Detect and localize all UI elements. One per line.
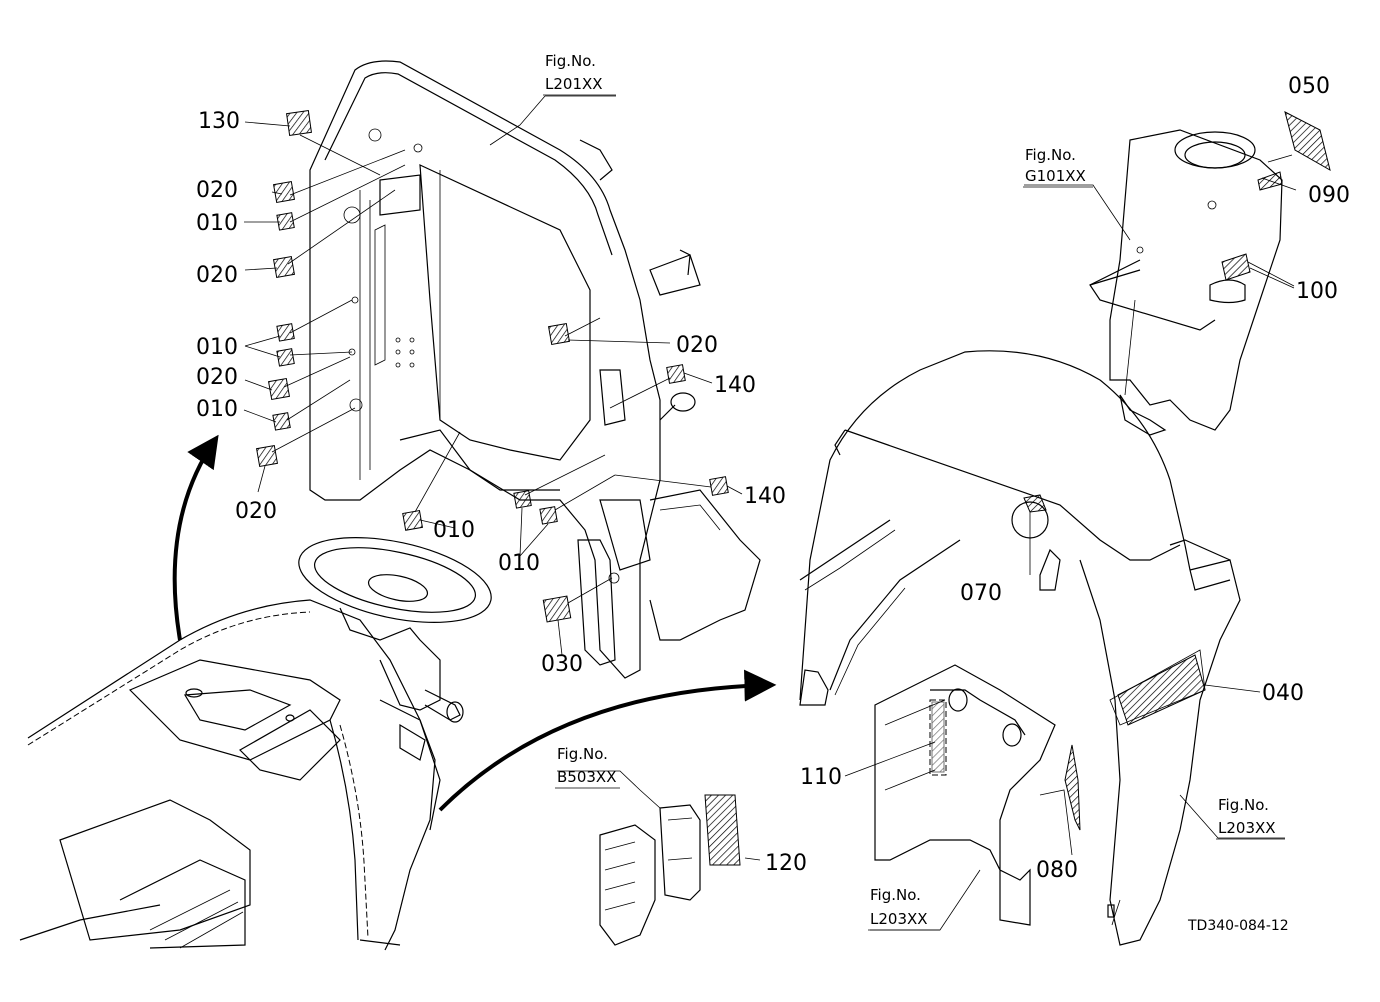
callouts: 130 020 010 020 010 020 010 020 010 020 … bbox=[196, 74, 1350, 883]
decal-020-d bbox=[255, 444, 279, 468]
callout-100: 100 bbox=[1296, 279, 1338, 304]
callout-020: 020 bbox=[676, 333, 718, 358]
decal-140-a bbox=[666, 364, 686, 384]
callout-010: 010 bbox=[196, 211, 238, 236]
fig-ref-number: L203XX bbox=[870, 910, 928, 928]
callout-020: 020 bbox=[196, 365, 238, 390]
arrow-up-to-dash bbox=[172, 434, 219, 641]
fig-ref-number: L203XX bbox=[1218, 819, 1276, 837]
decal-070 bbox=[1023, 494, 1047, 513]
decal-050 bbox=[1284, 111, 1331, 172]
leader-lines-right bbox=[744, 154, 1297, 931]
fig-ref-label: Fig.No. bbox=[1218, 796, 1269, 814]
fig-ref-number: B503XX bbox=[557, 768, 616, 786]
callout-120: 120 bbox=[765, 851, 807, 876]
fig-ref-number: L201XX bbox=[545, 75, 603, 93]
decal-010-f bbox=[513, 490, 532, 509]
callout-010: 010 bbox=[196, 397, 238, 422]
dash-panel bbox=[309, 60, 761, 679]
decal-100 bbox=[1221, 253, 1251, 281]
decal-110-outline bbox=[929, 699, 947, 776]
fig-ref-label: Fig.No. bbox=[870, 886, 921, 904]
decal-020-b bbox=[272, 255, 296, 279]
fig-ref-l203-bottom: Fig.No. L203XX bbox=[870, 886, 928, 928]
decal-130 bbox=[286, 110, 312, 136]
diagram-code: TD340-084-12 bbox=[1187, 918, 1289, 934]
fig-ref-label: Fig.No. bbox=[545, 52, 596, 70]
callout-050: 050 bbox=[1288, 74, 1330, 99]
tractor-body bbox=[19, 599, 441, 951]
fig-ref-b503: Fig.No. B503XX bbox=[557, 745, 616, 786]
fig-ref-l201: Fig.No. L201XX bbox=[545, 52, 603, 93]
fig-ref-l203-right: Fig.No. L203XX bbox=[1218, 796, 1276, 837]
decal-010-d bbox=[272, 412, 291, 431]
callout-030: 030 bbox=[541, 652, 583, 677]
decal-020-e bbox=[547, 322, 571, 346]
fig-ref-label: Fig.No. bbox=[1025, 146, 1076, 164]
arrow-to-hood bbox=[438, 669, 777, 812]
callout-020: 020 bbox=[196, 263, 238, 288]
decal-010-g bbox=[539, 506, 558, 525]
decal-010-e bbox=[402, 509, 424, 531]
hood-side-panel bbox=[874, 664, 1081, 926]
callout-010: 010 bbox=[498, 551, 540, 576]
decal-140-b bbox=[709, 476, 729, 496]
callout-130: 130 bbox=[198, 109, 240, 134]
dash-cover bbox=[1089, 111, 1331, 436]
fig-ref-number: G101XX bbox=[1025, 167, 1086, 185]
steering-wheel bbox=[298, 537, 492, 761]
callout-020: 020 bbox=[235, 499, 277, 524]
hood bbox=[799, 350, 1241, 946]
fig-ref-underlines bbox=[543, 94, 1285, 931]
callout-070: 070 bbox=[960, 581, 1002, 606]
callout-010: 010 bbox=[196, 335, 238, 360]
callout-140: 140 bbox=[744, 484, 786, 509]
callout-090: 090 bbox=[1308, 183, 1350, 208]
decal-020-a bbox=[272, 180, 296, 204]
callout-080: 080 bbox=[1036, 858, 1078, 883]
leader-lines-left bbox=[243, 95, 743, 656]
fig-ref-label: Fig.No. bbox=[557, 745, 608, 763]
assembly-arrows bbox=[172, 434, 777, 812]
decal-squares bbox=[255, 110, 729, 623]
callout-110: 110 bbox=[800, 765, 842, 790]
fig-ref-g101: Fig.No. G101XX bbox=[1025, 146, 1086, 185]
callout-140: 140 bbox=[714, 373, 756, 398]
callout-040: 040 bbox=[1262, 681, 1304, 706]
callout-020: 020 bbox=[196, 178, 238, 203]
decal-120 bbox=[704, 794, 741, 866]
decal-010-c bbox=[276, 348, 295, 367]
decal-030 bbox=[542, 595, 572, 623]
decal-110 bbox=[931, 701, 945, 773]
callout-010: 010 bbox=[433, 518, 475, 543]
switch-assembly bbox=[557, 770, 741, 946]
decal-080 bbox=[1064, 744, 1081, 831]
decal-020-c bbox=[267, 377, 291, 401]
decal-040-shape bbox=[1117, 654, 1206, 726]
